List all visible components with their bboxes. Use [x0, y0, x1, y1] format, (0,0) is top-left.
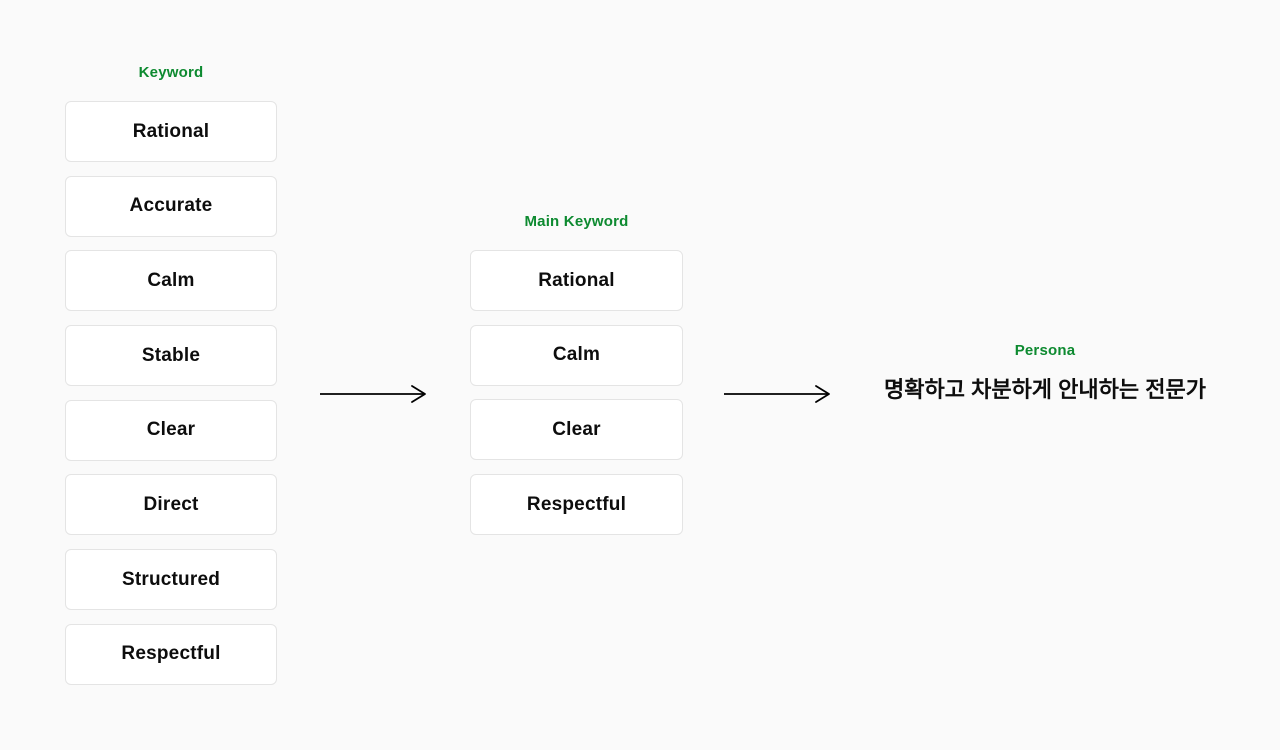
main-keyword-box-label: Respectful	[526, 493, 627, 515]
persona-column: Persona 명확하고 차분하게 안내하는 전문가	[875, 342, 1215, 405]
keyword-box-label: Stable	[141, 344, 201, 366]
main-keyword-box-label: Clear	[552, 418, 601, 440]
persona-description: 명확하고 차분하게 안내하는 전문가	[884, 377, 1206, 402]
keyword-box-rational: Rational	[65, 101, 277, 162]
keyword-column-label: Keyword	[138, 64, 204, 81]
main-keyword-box-rational: Rational	[470, 250, 683, 311]
main-keyword-box-clear: Clear	[470, 399, 683, 461]
keyword-box-label: Accurate	[129, 195, 213, 217]
keyword-box-direct: Direct	[65, 474, 277, 536]
keyword-box-list: Rational Accurate Calm Stable Clear Dire…	[65, 101, 277, 685]
persona-column-label: Persona	[1014, 342, 1076, 359]
right-arrow-icon	[320, 385, 426, 403]
keyword-box-stable: Stable	[65, 325, 277, 387]
keyword-column: Keyword Rational Accurate Calm Stable Cl…	[65, 64, 277, 685]
right-arrow-icon	[724, 385, 830, 403]
keyword-box-respectful: Respectful	[65, 623, 277, 685]
keyword-box-label: Structured	[121, 568, 221, 590]
keyword-box-label: Respectful	[121, 643, 221, 665]
keyword-box-structured: Structured	[65, 549, 277, 611]
main-keyword-box-list: Rational Calm Clear Respectful	[470, 250, 683, 536]
keyword-box-calm: Calm	[65, 250, 277, 312]
keyword-box-label: Direct	[143, 493, 199, 515]
keyword-box-accurate: Accurate	[65, 175, 277, 237]
main-keyword-box-respectful: Respectful	[470, 474, 683, 536]
main-keyword-column-label: Main Keyword	[524, 213, 629, 230]
main-keyword-box-calm: Calm	[470, 324, 683, 386]
main-keyword-box-label: Calm	[552, 344, 601, 366]
main-keyword-box-label: Rational	[538, 269, 615, 291]
keyword-box-label: Calm	[147, 269, 195, 291]
keyword-box-label: Clear	[146, 419, 196, 441]
keyword-box-label: Rational	[132, 120, 210, 142]
main-keyword-column: Main Keyword Rational Calm Clear Respect…	[470, 213, 683, 536]
keyword-box-clear: Clear	[65, 399, 277, 461]
